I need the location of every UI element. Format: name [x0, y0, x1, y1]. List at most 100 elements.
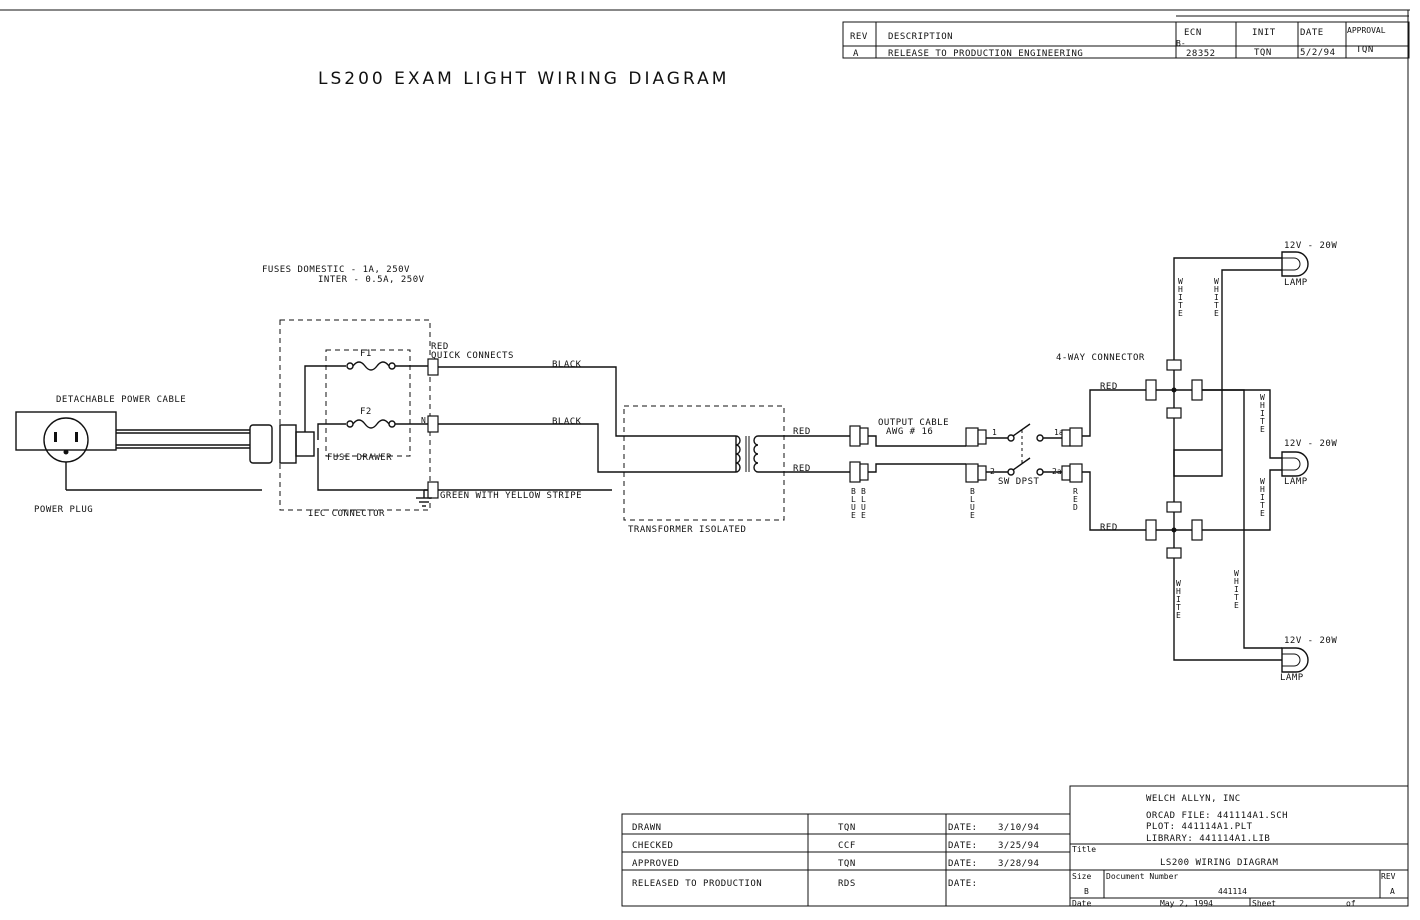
output-cable-wire-2 — [868, 463, 966, 473]
iec-connector-label: IEC CONNECTOR — [308, 509, 385, 519]
rev-header-ecn: ECN — [1184, 28, 1202, 38]
plot-file: PLOT: 441114A1.PLT — [1146, 822, 1253, 832]
green-yellow-label: GREEN WITH YELLOW STRIPE — [440, 491, 582, 501]
lamp-feed-connector-2a — [1061, 465, 1071, 481]
released-init: RDS — [838, 879, 856, 889]
approved-label: APPROVED — [632, 859, 679, 869]
approved-init: TQN — [838, 859, 856, 869]
ground-wire — [317, 448, 428, 491]
rev-value: A — [1390, 887, 1395, 896]
lamp-feed-connector-1a — [1061, 429, 1071, 447]
lamp-icon-bottom — [1281, 647, 1309, 673]
rev-header-rev: REV — [850, 32, 868, 42]
dpst-switch — [986, 423, 1062, 476]
rev-header-date: DATE — [1300, 28, 1324, 38]
red-feed-bottom — [1082, 471, 1146, 531]
line-wire — [304, 365, 346, 432]
plug-prong-right — [75, 432, 78, 442]
switch-pin-2: 2 — [990, 467, 995, 476]
plug-prong-left — [54, 432, 57, 442]
red-qc-label: RED — [431, 342, 449, 352]
detachable-cable-label: DETACHABLE POWER CABLE — [56, 395, 186, 405]
lamp-label-3: LAMP — [1280, 673, 1304, 683]
title-block — [1069, 785, 1409, 907]
output-connector-1b — [859, 427, 869, 445]
switch-pin-1a: 1a — [1054, 428, 1064, 437]
fuse-drawer-box — [325, 349, 411, 457]
iec-connector-box — [279, 319, 431, 511]
released-label: RELEASED TO PRODUCTION — [632, 879, 762, 889]
drawn-date-label: DATE: — [948, 823, 978, 833]
output-connector-1a — [849, 425, 861, 447]
switch-connector-2a — [965, 463, 979, 483]
transformer-label: TRANSFORMER ISOLATED — [628, 525, 746, 535]
output-cable-wire-1 — [868, 435, 966, 447]
white-wire-top-outer — [1173, 257, 1282, 360]
awg-label: AWG # 16 — [886, 427, 933, 437]
neutral-wire — [317, 423, 346, 440]
diagram-title: LS200 EXAM LIGHT WIRING DIAGRAM — [318, 69, 729, 89]
rev-row-date: 5/2/94 — [1300, 48, 1336, 58]
transformer-box — [623, 405, 785, 521]
title-value: LS200 WIRING DIAGRAM — [1160, 858, 1278, 868]
size-value: B — [1084, 887, 1089, 896]
docnum-value: 441114 — [1218, 887, 1247, 896]
switch-pin-1: 1 — [992, 428, 997, 437]
lamp-feed-connector-2b — [1069, 463, 1083, 483]
quick-connect-ground — [427, 481, 439, 499]
black-label-1: BLACK — [552, 360, 582, 370]
output-connector-2b — [859, 463, 869, 481]
power-cable — [116, 424, 315, 464]
red-top-label: RED — [1100, 382, 1118, 392]
white-wire-bottom-inner — [1243, 640, 1282, 649]
red-bottom-label: RED — [1100, 523, 1118, 533]
power-plug — [15, 411, 262, 491]
white-wire-bottom-outer — [1173, 558, 1282, 661]
size-label: Size — [1072, 872, 1091, 881]
red-out-label-1: RED — [793, 427, 811, 437]
orcad-file: ORCAD FILE: 441114A1.SCH — [1146, 811, 1288, 821]
lamp-rating-1: 12V - 20W — [1284, 241, 1337, 251]
lamp-feed-connector-1b — [1069, 427, 1083, 447]
red-out-label-2: RED — [793, 464, 811, 474]
fuses-note-line2: INTER - 0.5A, 250V — [318, 275, 425, 285]
rev-row-description: RELEASE TO PRODUCTION ENGINEERING — [888, 49, 1083, 59]
lamp-rating-2: 12V - 20W — [1284, 439, 1337, 449]
revision-block: REV DESCRIPTION ECN INIT DATE APPROVAL A… — [0, 9, 1410, 905]
approved-date: 3/28/94 — [998, 859, 1039, 869]
quick-connect-2 — [427, 415, 439, 433]
red-feed-top — [1082, 389, 1146, 437]
switch-pin-2a: 2a — [1052, 467, 1062, 476]
lamp-icon-middle — [1281, 451, 1309, 477]
checked-date-label: DATE: — [948, 841, 978, 851]
released-date-label: DATE: — [948, 879, 978, 889]
quick-connects-label: QUICK CONNECTS — [431, 351, 514, 361]
fuse-f2 — [346, 419, 428, 429]
fuse-drawer-label: FUSE DRAWER — [327, 453, 392, 463]
lamp-label-1: LAMP — [1284, 278, 1308, 288]
output-connector-2a — [849, 461, 861, 483]
fuse-f2-label: F2 — [360, 407, 372, 417]
lamp-icon-top — [1281, 251, 1309, 277]
drawn-label: DRAWN — [632, 823, 662, 833]
company-name: WELCH ALLYN, INC — [1146, 794, 1241, 804]
docnum-label: Document Number — [1106, 872, 1178, 881]
black-wire-2 — [438, 423, 736, 473]
date-value: May 2, 1994 — [1160, 899, 1213, 908]
ground-icon — [416, 489, 432, 507]
fuse-f1-label: F1 — [360, 349, 372, 359]
quick-connect-1 — [427, 358, 439, 376]
four-way-connector-bottom — [1145, 501, 1203, 559]
rev-row-init: TQN — [1254, 48, 1272, 58]
white-wire-mid-return — [1202, 469, 1282, 531]
lamp-rating-3: 12V - 20W — [1284, 636, 1337, 646]
fuse-f1 — [346, 361, 428, 371]
